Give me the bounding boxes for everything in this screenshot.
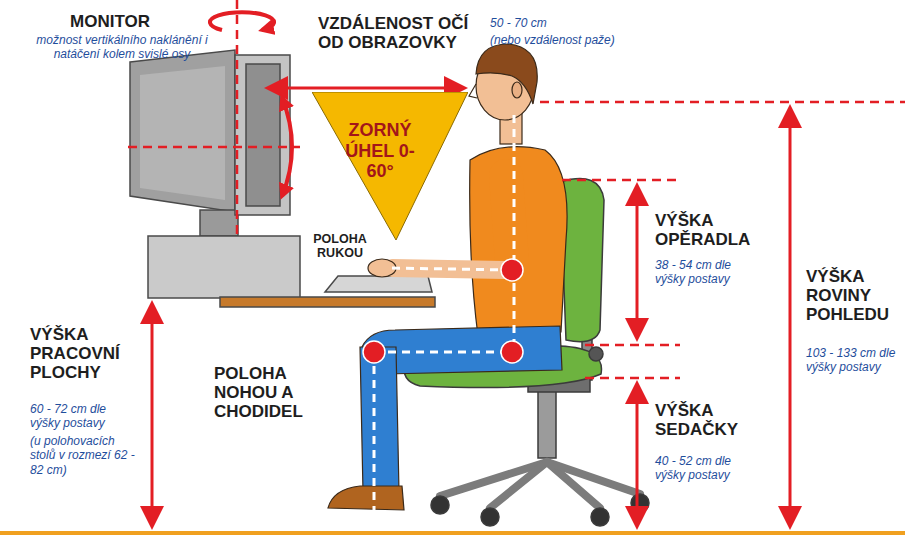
- posture-lines: [373, 352, 376, 533]
- monitor: [140, 66, 225, 200]
- dimension-value: 40 - 52 cm dle výšky postavy: [655, 454, 737, 483]
- viewing-angle-triangle: ZORNÝ ÚHEL 0-60°: [312, 92, 468, 242]
- joint-marker: [363, 341, 385, 363]
- posture-lines: [513, 115, 516, 352]
- position-label: POLOHA NOHOU A CHODIDEL: [214, 364, 340, 421]
- dimension-arrow: [789, 110, 792, 524]
- dimension-arrow: [210, 12, 274, 30]
- office-chair: [490, 462, 547, 508]
- dimension-value: 50 - 70 cm: [490, 16, 610, 30]
- dimension-guides: [562, 179, 680, 182]
- dimension-title: VÝŠKA PRACOVNÍ PLOCHY: [30, 325, 142, 382]
- dimension-arrow: [270, 87, 462, 90]
- seated-person: [328, 486, 404, 510]
- dimension-guides: [585, 344, 680, 347]
- seated-person: [469, 84, 477, 98]
- monitor: [246, 64, 280, 206]
- dimension-title: VÝŠKA ROVINY POHLEDU: [806, 267, 905, 324]
- monitor: [130, 50, 235, 212]
- dimension-title: VZDÁLENOST OČÍ OD OBRAZOVKY: [318, 14, 486, 52]
- component-title: MONITOR: [50, 12, 170, 31]
- office-chair: [547, 462, 640, 494]
- office-chair: [431, 496, 449, 514]
- seated-person: [512, 82, 522, 98]
- monitor: [220, 297, 435, 307]
- joint-marker: [501, 341, 523, 363]
- dimension-value: 60 - 72 cm dle výšky postavy: [30, 402, 130, 431]
- monitor: [325, 276, 432, 292]
- office-chair: [631, 494, 649, 512]
- dimension-value: 103 - 133 cm dle výšky postavy: [806, 346, 898, 375]
- dimension-title: VÝŠKA SEDAČKY: [655, 401, 765, 439]
- dimension-guides: [585, 377, 680, 380]
- dimension-arrow: [151, 306, 154, 524]
- office-chair: [481, 508, 499, 526]
- joint-marker: [363, 259, 523, 363]
- dimension-guides: [540, 101, 905, 104]
- component-note: možnost vertikálního naklánění i natáčen…: [36, 33, 208, 62]
- dimension-value: 38 - 54 cm dle výšky postavy: [655, 258, 737, 287]
- node-text: ZORNÝ ÚHEL 0-60°: [334, 120, 426, 182]
- seated-person: [360, 347, 399, 492]
- floor-line: [0, 531, 905, 535]
- dimension-arrow: [636, 386, 639, 524]
- joint-marker: [501, 259, 523, 281]
- dimension-arrow: [152, 12, 790, 524]
- dimension-note: (u polohovacích stolů v rozmezí 62 - 82 …: [30, 434, 140, 477]
- monitor: [235, 55, 290, 215]
- office-chair: [591, 508, 609, 526]
- dimension-guides: [236, 0, 239, 240]
- seated-person: [470, 147, 567, 336]
- monitor: [200, 210, 238, 236]
- dimension-guides: [128, 146, 300, 149]
- office-chair: [440, 462, 640, 508]
- position-label: POLOHA RUKOU: [298, 232, 382, 260]
- seated-person: [506, 176, 512, 262]
- monitor: [148, 236, 300, 298]
- dimension-title: VÝŠKA OPĚRADLA: [655, 211, 765, 249]
- office-chair: [589, 347, 603, 361]
- posture-lines: [374, 351, 512, 354]
- dimension-arrow: [282, 98, 292, 196]
- dimension-note: (nebo vzdálenost paže): [490, 33, 650, 47]
- office-chair: [538, 386, 556, 458]
- seated-person: [476, 44, 537, 104]
- seated-person: [368, 259, 396, 277]
- triangle-outline: [312, 92, 468, 240]
- dimension-arrow: [636, 188, 639, 336]
- dimension-guides: [128, 0, 905, 378]
- posture-lines: [388, 268, 512, 270]
